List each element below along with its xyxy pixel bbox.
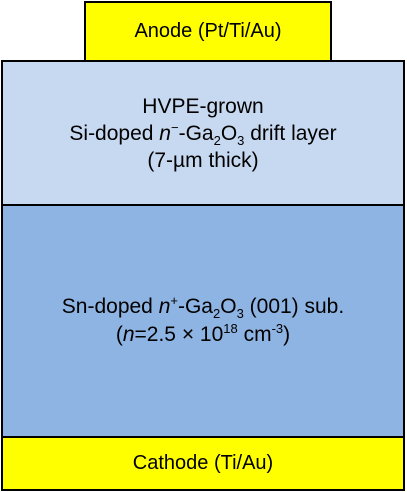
cathode-label: Cathode (Ti/Au) [132, 452, 274, 474]
substrate-line-2: (n=2.5 × 1018 cm-3) [115, 321, 291, 346]
anode-layer: Anode (Pt/Ti/Au) [84, 1, 332, 62]
substrate-layer: Sn-doped n+-Ga2O3 (001) sub. (n=2.5 × 10… [1, 204, 405, 438]
cathode-layer: Cathode (Ti/Au) [1, 436, 405, 491]
anode-label: Anode (Pt/Ti/Au) [134, 20, 282, 42]
drift-layer-line-2: Si-doped n−-Ga2O3 drift layer [69, 119, 337, 148]
drift-layer-line-1: HVPE-grown [142, 94, 264, 118]
drift-layer-line-3: (7-µm thick) [147, 148, 259, 172]
substrate-line-1: Sn-doped n+-Ga2O3 (001) sub. [61, 293, 345, 321]
drift-layer: HVPE-grown Si-doped n−-Ga2O3 drift layer… [1, 60, 405, 206]
